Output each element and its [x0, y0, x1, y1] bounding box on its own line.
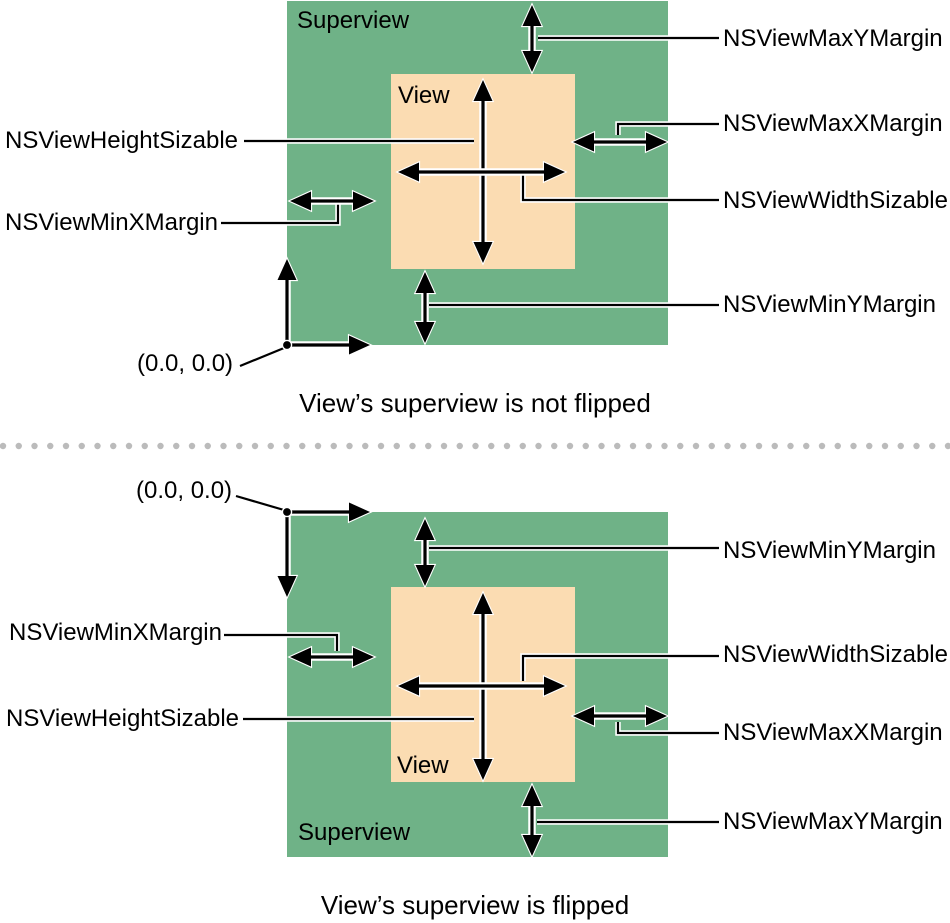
top-width-sizable-leader — [520, 175, 719, 203]
bottom-label-max-y-margin: NSViewMaxYMargin — [723, 808, 943, 835]
top-min-x-margin-arrow — [287, 189, 377, 213]
bottom-label-width-sizable: NSViewWidthSizable — [723, 641, 948, 668]
top-superview-title: Superview — [297, 7, 410, 34]
bottom-view-title: View — [397, 752, 449, 779]
bottom-caption: View’s superview is flipped — [320, 890, 630, 920]
top-min-y-margin-arrow — [413, 269, 437, 346]
bottom-min-x-margin-leader — [224, 632, 340, 651]
bottom-width-sizable-arrow — [395, 674, 568, 698]
top-x-axis-arrow — [287, 333, 373, 357]
bottom-min-y-margin-arrow — [413, 516, 437, 589]
top-max-y-margin-arrow — [520, 2, 544, 75]
bottom-origin-label: (0.0, 0.0) — [136, 477, 233, 504]
top-label-height-sizable: NSViewHeightSizable — [5, 127, 239, 154]
top-origin-label: (0.0, 0.0) — [137, 350, 234, 377]
bottom-max-x-margin-leader — [615, 722, 719, 736]
top-max-x-margin-leader — [615, 121, 719, 135]
bottom-height-sizable-arrow — [471, 590, 495, 783]
bottom-superview-title: Superview — [298, 819, 411, 846]
top-min-x-margin-leader — [221, 204, 341, 226]
bottom-origin-leader — [235, 493, 285, 513]
top-max-x-margin-arrow — [570, 130, 670, 154]
bottom-x-axis-arrow — [287, 500, 373, 524]
top-view-title: View — [398, 82, 450, 109]
top-origin-dot — [281, 339, 293, 351]
bottom-y-axis-arrow — [275, 512, 299, 600]
bottom-label-height-sizable: NSViewHeightSizable — [6, 705, 240, 732]
top-caption: View’s superview is not flipped — [299, 388, 651, 418]
top-label-min-x-margin: NSViewMinXMargin — [5, 209, 218, 236]
bottom-max-y-margin-arrow — [520, 782, 544, 859]
top-label-width-sizable: NSViewWidthSizable — [723, 187, 948, 214]
top-width-sizable-arrow — [395, 160, 568, 184]
bottom-label-min-y-margin: NSViewMinYMargin — [723, 537, 936, 564]
bottom-width-sizable-leader — [520, 653, 719, 681]
top-origin-leader — [238, 345, 286, 369]
top-y-axis-arrow — [275, 256, 299, 345]
top-label-max-x-margin: NSViewMaxXMargin — [723, 110, 943, 137]
bottom-max-x-margin-arrow — [570, 704, 670, 728]
top-label-max-y-margin: NSViewMaxYMargin — [723, 25, 943, 52]
dotted-divider — [0, 442, 950, 450]
bottom-origin-dot — [281, 506, 293, 518]
bottom-label-min-x-margin: NSViewMinXMargin — [9, 619, 222, 646]
top-label-min-y-margin: NSViewMinYMargin — [723, 291, 936, 318]
bottom-label-max-x-margin: NSViewMaxXMargin — [723, 719, 943, 746]
bottom-min-x-margin-arrow — [287, 645, 377, 669]
